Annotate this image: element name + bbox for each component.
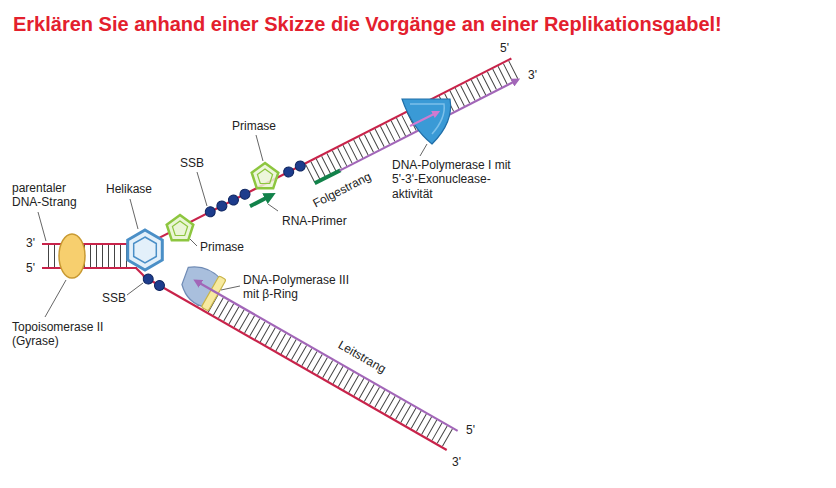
new-strand bbox=[340, 80, 518, 171]
strand-end-label: 5' bbox=[26, 261, 35, 275]
leader-line bbox=[221, 286, 240, 290]
base-pairs bbox=[310, 69, 515, 173]
leading-arm bbox=[141, 243, 466, 454]
part-label: SSB bbox=[102, 291, 126, 305]
leader-lines bbox=[38, 135, 427, 317]
ssb-dot bbox=[282, 165, 295, 178]
polymerase-i-shape bbox=[410, 104, 444, 134]
primase-shape bbox=[172, 221, 187, 236]
template-strand bbox=[143, 276, 447, 450]
strand-name: Leitstrang bbox=[336, 338, 389, 377]
leader-line bbox=[197, 172, 207, 206]
synthesis-arrow bbox=[410, 112, 438, 126]
leader-line bbox=[127, 283, 143, 295]
polymerase-i-shape bbox=[402, 99, 451, 144]
part-label: Helikase bbox=[106, 182, 152, 196]
part-label: DNA-Polymerase III mit β-Ring bbox=[243, 273, 363, 302]
helicase-shape bbox=[134, 237, 157, 263]
strand-end-label: 3' bbox=[528, 68, 537, 82]
part-label: Topoisomerase II (Gyrase) bbox=[12, 320, 117, 349]
part-label: SSB bbox=[180, 156, 204, 170]
strand-end-label: 5' bbox=[500, 41, 509, 55]
leader-line bbox=[256, 135, 263, 161]
part-label: DNA-Polymerase I mit 5'-3'-Exonuclease- … bbox=[392, 158, 524, 201]
ssb-dot bbox=[215, 199, 228, 212]
gyrase-shape bbox=[59, 234, 85, 278]
ssb-dot bbox=[294, 159, 307, 172]
part-label: RNA-Primer bbox=[282, 214, 347, 228]
rna-primer bbox=[315, 170, 341, 183]
helicase-shape bbox=[128, 230, 163, 270]
strand-end-label: 5' bbox=[466, 423, 475, 437]
dna-strand bbox=[42, 267, 137, 269]
ssb-dot bbox=[204, 205, 217, 218]
template-strand bbox=[148, 58, 512, 243]
leader-line bbox=[268, 204, 278, 211]
primase-shape bbox=[167, 215, 194, 240]
primase-shape bbox=[252, 163, 279, 188]
part-label: Primase bbox=[200, 240, 244, 254]
beta-ring bbox=[201, 276, 226, 311]
leader-line bbox=[38, 212, 46, 241]
part-label: Primase bbox=[232, 119, 276, 133]
new-strand bbox=[196, 281, 458, 431]
ssb-dot bbox=[227, 193, 240, 206]
leader-line bbox=[420, 144, 427, 156]
ssb-dot bbox=[141, 272, 155, 286]
leader-line bbox=[130, 199, 138, 229]
page-title: Erklären Sie anhand einer Skizze die Vor… bbox=[13, 12, 722, 36]
ssb-dot bbox=[153, 279, 167, 293]
leader-line bbox=[190, 239, 197, 246]
ssb-dot bbox=[238, 187, 251, 200]
leader-line bbox=[45, 280, 66, 317]
strand-name: Folgestrang bbox=[310, 169, 373, 211]
primase-shape bbox=[257, 169, 272, 184]
base-pairs bbox=[202, 297, 450, 439]
strand-end-label: 3' bbox=[26, 236, 35, 250]
strand-end-label: 3' bbox=[452, 455, 461, 469]
part-label: parentaler DNA-Strang bbox=[12, 181, 92, 210]
